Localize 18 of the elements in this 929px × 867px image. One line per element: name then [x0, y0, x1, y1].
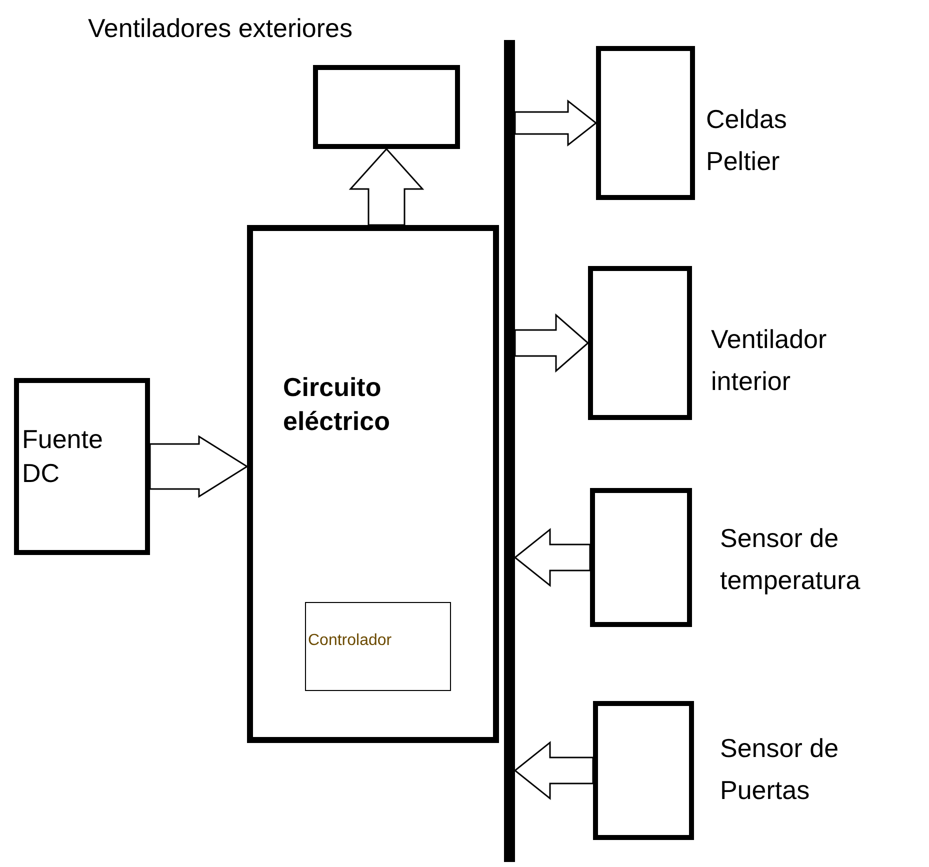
controller-label: Controlador — [308, 631, 392, 651]
node-label: Ventilador interior — [711, 323, 828, 398]
node-label: Sensor de temperatura — [720, 522, 862, 597]
block-arrow — [348, 148, 424, 226]
circuit-label: Circuito eléctrico — [283, 371, 391, 438]
node-label: Celdas Peltier — [706, 103, 788, 178]
power-source-box — [14, 378, 150, 555]
block-arrow — [514, 740, 594, 800]
block-arrow — [514, 528, 591, 588]
block-arrow — [149, 435, 248, 498]
block-arrow — [514, 99, 598, 147]
block-arrow — [514, 313, 590, 373]
controller-box — [305, 602, 451, 691]
circuit-box — [247, 225, 499, 743]
fan-label: Ventiladores exteriores — [88, 12, 352, 45]
source-label: Fuente DC — [22, 423, 104, 490]
node-label: Sensor de Puertas — [720, 732, 840, 807]
bus-bar — [504, 40, 515, 862]
